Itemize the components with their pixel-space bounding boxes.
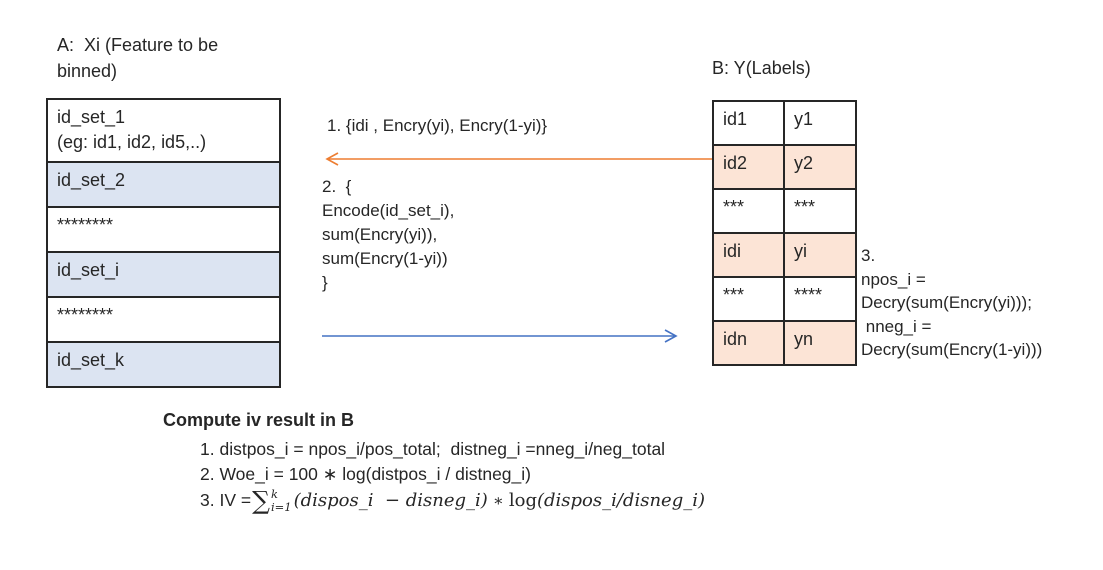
id-set-cell: id_set_2 xyxy=(46,161,281,208)
party-b-title: B: Y(Labels) xyxy=(712,58,811,78)
party-b-table: id1 y1 id2 y2 *** *** idi yi *** **** id… xyxy=(712,100,857,366)
formula-line-2: 2. Woe_i = 100 ∗ log(distpos_i / distneg… xyxy=(200,464,531,484)
step1-message: 1. {idi , Encry(yi), Encry(1-yi)} xyxy=(327,116,548,135)
label-cell: *** xyxy=(783,188,857,234)
party-a-table: id_set_1 (eg: id1, id2, id5,..) id_set_2… xyxy=(46,98,281,388)
compute-heading: Compute iv result in B xyxy=(163,410,355,430)
id-set-cell: ******** xyxy=(46,296,281,343)
formula3-log: log xyxy=(508,490,537,511)
formula3-operator: ∗ xyxy=(487,491,509,510)
table-row: *** **** xyxy=(712,276,857,322)
table-row: id2 y2 xyxy=(712,144,857,190)
table-row: ******** xyxy=(46,206,281,253)
sum-upper: k xyxy=(270,487,278,502)
table-row: id_set_k xyxy=(46,341,281,388)
table-row: idn yn xyxy=(712,320,857,366)
formula-line-1: 1. distpos_i = npos_i/pos_total; distneg… xyxy=(200,439,666,459)
step1-arrow-left-icon xyxy=(325,152,713,166)
label-cell: **** xyxy=(783,276,857,322)
id-set-cell: id_set_1 (eg: id1, id2, id5,..) xyxy=(46,98,281,163)
formula3-prefix: 3. IV = xyxy=(200,490,252,510)
table-row: ******** xyxy=(46,296,281,343)
table-row: id_set_2 xyxy=(46,161,281,208)
party-a-title: A: Xi (Feature to be binned) xyxy=(57,35,219,81)
id-cell: idn xyxy=(712,320,785,366)
table-row: idi yi xyxy=(712,232,857,278)
table-row: id_set_i xyxy=(46,251,281,298)
label-cell: yi xyxy=(783,232,857,278)
sum-icon: ∑ xyxy=(252,486,270,515)
compute-formulas: 1. distpos_i = npos_i/pos_total; distneg… xyxy=(200,437,705,513)
table-row: id1 y1 xyxy=(712,100,857,146)
id-cell: id1 xyxy=(712,100,785,146)
id-set-cell: ******** xyxy=(46,206,281,253)
table-row: *** *** xyxy=(712,188,857,234)
formula3-term2: (dispos_i/disneg_i) xyxy=(536,490,705,511)
label-cell: y1 xyxy=(783,100,857,146)
id-cell: *** xyxy=(712,276,785,322)
label-cell: y2 xyxy=(783,144,857,190)
id-cell: *** xyxy=(712,188,785,234)
id-cell: id2 xyxy=(712,144,785,190)
table-row: id_set_1 (eg: id1, id2, id5,..) xyxy=(46,98,281,163)
formula3-term1: (dispos_i − disneg_i) xyxy=(293,490,488,511)
id-cell: idi xyxy=(712,232,785,278)
step2-arrow-right-icon xyxy=(322,329,678,343)
id-set-cell: id_set_k xyxy=(46,341,281,388)
label-cell: yn xyxy=(783,320,857,366)
id-set-cell: id_set_i xyxy=(46,251,281,298)
step2-message: 2. { Encode(id_set_i), sum(Encry(yi)), s… xyxy=(322,177,455,292)
sum-lower: i=1 xyxy=(270,499,292,514)
step3-message: 3. npos_i = Decry(sum(Encry(yi))); nneg_… xyxy=(861,246,1043,359)
